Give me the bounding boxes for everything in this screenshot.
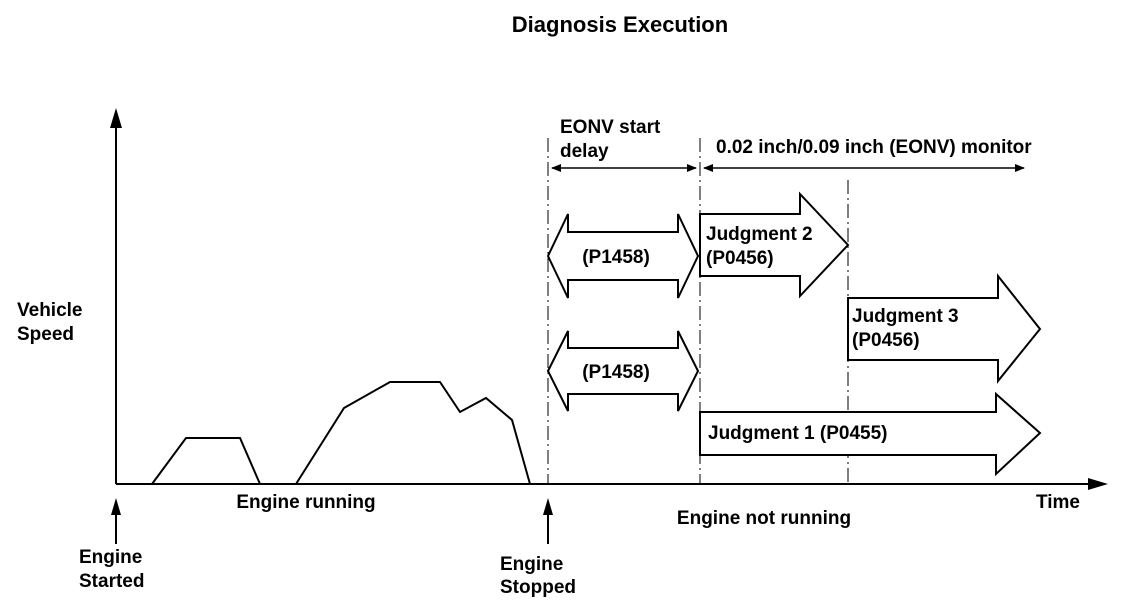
p1458-lower-label: (P1458) [582,362,650,383]
engine-running-label: Engine running [236,492,375,513]
judgment1-arrow [699,391,1042,477]
judgment2-label-line2: (P0456) [706,248,774,269]
p1458-upper-double-arrow [546,213,700,299]
judgment3-arrow [847,273,1042,384]
y-axis-label-line1: Vehicle [17,300,83,321]
engine-started-label-line2: Started [79,571,144,592]
monitor-label: 0.02 inch/0.09 inch (EONV) monitor [716,137,1032,158]
x-axis-label: Time [1036,492,1080,513]
eonv-start-delay-label-line1: EONV start [560,117,661,138]
engine-started-arrowhead [111,498,121,515]
judgment2-arrow [699,191,850,299]
vehicle-speed-curve [151,381,531,485]
judgment1-label: Judgment 1 (P0455) [708,423,888,444]
engine-not-running-label: Engine not running [677,508,851,529]
p1458-lower-double-arrow [546,330,700,412]
eonv-start-delay-label-line2: delay [560,141,609,162]
y-axis-label-line2: Speed [17,324,74,345]
engine-stopped-label-line1: Engine [500,554,563,575]
y-axis-arrowhead [110,108,122,128]
p1458-upper-label: (P1458) [582,247,650,268]
engine-stopped-label-line2: Stopped [500,577,576,598]
engine-started-label-line1: Engine [79,547,142,568]
judgment2-label-line1: Judgment 2 [706,224,813,245]
judgment3-label-line2: (P0456) [852,330,920,351]
engine-stopped-arrowhead [543,498,553,515]
diagram-title: Diagnosis Execution [512,12,728,37]
x-axis-arrowhead [1088,478,1108,490]
judgment3-label-line1: Judgment 3 [852,306,959,327]
